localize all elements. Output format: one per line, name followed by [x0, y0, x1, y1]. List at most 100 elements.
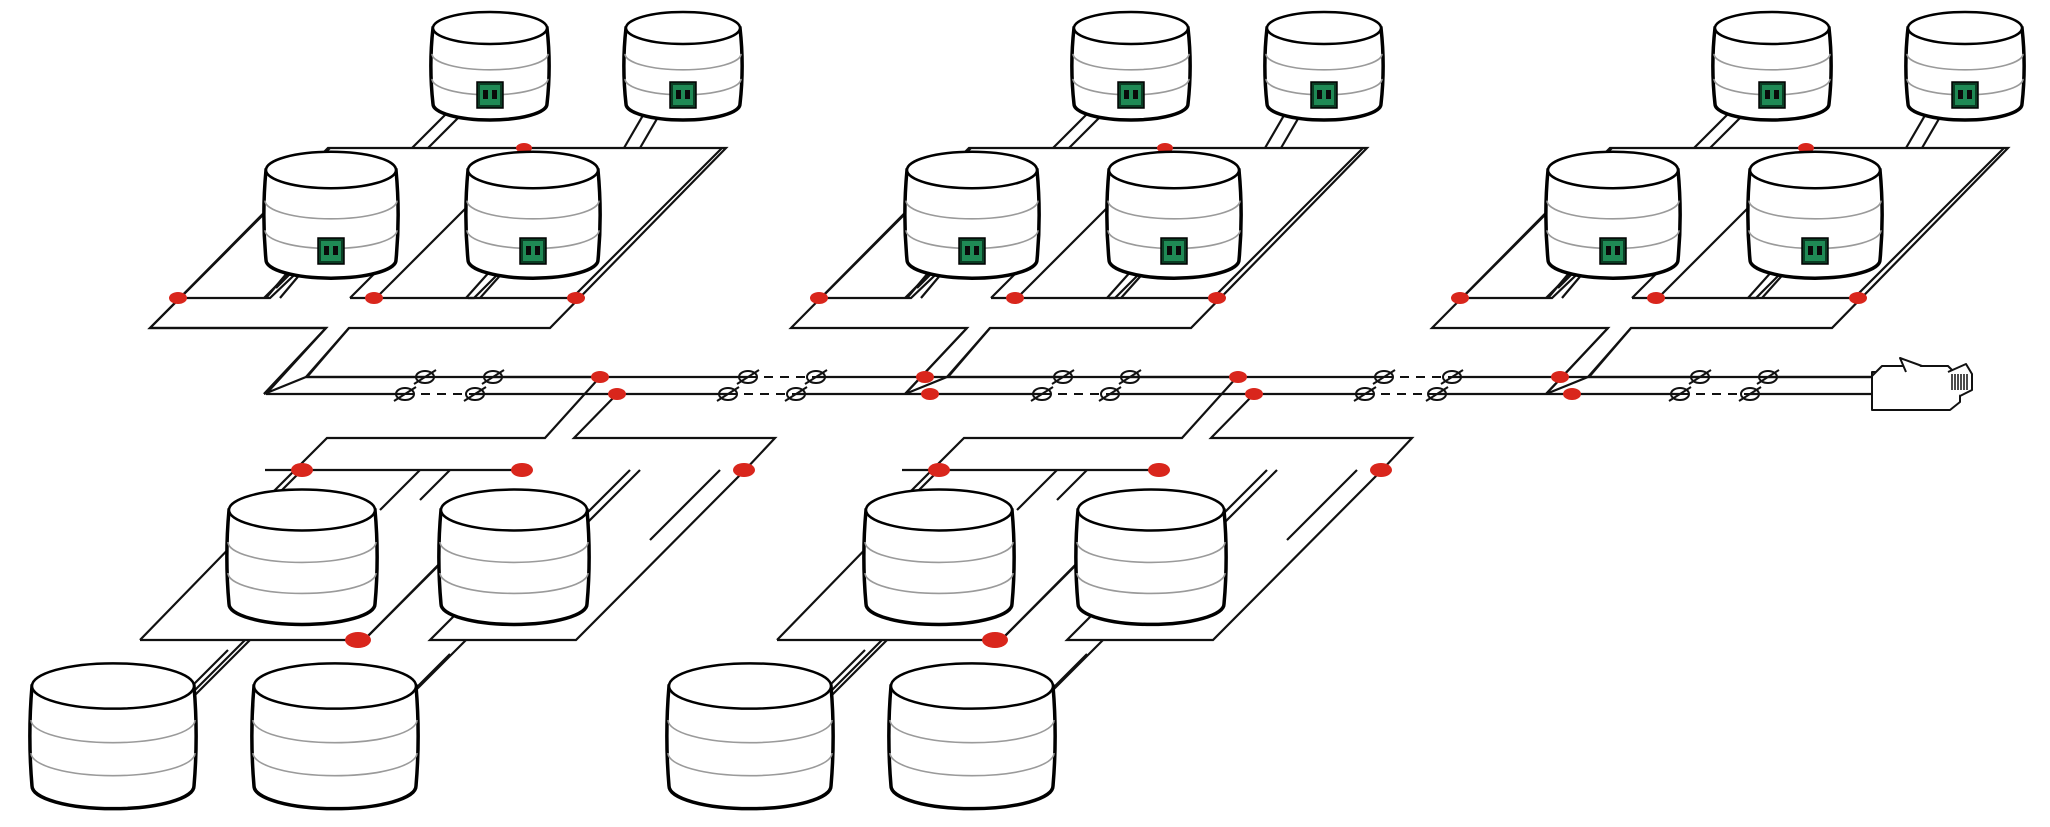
wire: [1429, 146, 2011, 395]
module-ring: [1748, 200, 1882, 220]
junction-dot: [511, 463, 533, 477]
speaker-module-with-terminal-icon: [1070, 10, 1192, 122]
breaker-slash: [463, 386, 487, 402]
terminal-block-icon: [1160, 237, 1188, 265]
breaker-circle: [1442, 370, 1462, 384]
module-body: [1904, 26, 2026, 122]
module-ring: [905, 200, 1039, 220]
terminal-pin: [1808, 246, 1813, 255]
junction-dot: [1157, 143, 1173, 153]
terminal-block-icon: [1758, 81, 1786, 109]
slashed-circle-break-icon: [784, 386, 808, 402]
module-top: [667, 662, 833, 710]
terminal-pin: [965, 246, 970, 255]
breaker-circle: [718, 387, 738, 401]
module-top: [30, 662, 196, 710]
terminal-pin: [492, 90, 497, 99]
module-ring: [227, 572, 377, 595]
wire: [419, 469, 451, 501]
module-ring: [439, 541, 589, 564]
module-ring: [252, 719, 418, 744]
breaker-circle: [786, 387, 806, 401]
junction-dot: [1551, 371, 1569, 383]
slashed-circle-break-icon: [1738, 386, 1762, 402]
module-body: [622, 26, 744, 122]
slashed-circle-break-icon: [1425, 386, 1449, 402]
module-top: [431, 10, 549, 46]
slashed-circle-break-icon: [1668, 386, 1692, 402]
module-top: [439, 488, 589, 532]
wire: [379, 469, 421, 511]
module-body: [1746, 168, 1884, 280]
wire: [1016, 208, 1107, 299]
breaker-circle: [1374, 370, 1394, 384]
module-top: [1265, 10, 1383, 46]
module-layer: [28, 10, 2026, 811]
module-ring: [1076, 572, 1226, 595]
plug-latch: [1899, 357, 1923, 373]
terminal-pin: [483, 90, 488, 99]
slashed-circle-break-icon: [804, 369, 828, 385]
speaker-module-icon: [862, 488, 1016, 627]
terminal-pin: [324, 246, 329, 255]
wire: [1286, 469, 1358, 541]
module-body: [262, 168, 400, 280]
terminal-pin: [1133, 90, 1138, 99]
wire: [904, 375, 1241, 396]
module-body: [1074, 508, 1228, 627]
breaker-circle: [1100, 387, 1120, 401]
module-body: [464, 168, 602, 280]
module-ring: [30, 719, 196, 744]
junction-dot: [591, 371, 609, 383]
junction-dot: [291, 463, 313, 477]
junction-dot: [982, 632, 1008, 648]
junction-dot: [608, 388, 626, 400]
junction-dot: [916, 371, 934, 383]
speaker-module-with-terminal-icon: [1544, 150, 1682, 280]
terminal-pin: [676, 90, 681, 99]
breaker-slash: [716, 386, 740, 402]
breaker-circle: [1355, 387, 1375, 401]
wire: [147, 146, 729, 395]
rj45-plug-icon: [1871, 357, 1973, 411]
speaker-module-icon: [1074, 488, 1228, 627]
wire: [788, 146, 1370, 395]
speaker-module-icon: [250, 662, 420, 811]
module-ring: [667, 719, 833, 744]
speaker-module-icon: [225, 488, 379, 627]
junction-dot: [516, 143, 532, 153]
junction-dot: [1849, 292, 1867, 304]
terminal-block-icon: [1117, 81, 1145, 109]
slashed-circle-break-icon: [463, 386, 487, 402]
slashed-circle-break-icon: [1098, 386, 1122, 402]
terminal-pin: [1774, 90, 1779, 99]
speaker-module-with-terminal-icon: [1263, 10, 1385, 122]
module-top: [889, 662, 1055, 710]
terminal-block-icon: [958, 237, 986, 265]
speaker-module-with-terminal-icon: [429, 10, 551, 122]
breaker-circle: [1032, 387, 1052, 401]
speaker-module-icon: [887, 662, 1057, 811]
module-ring: [1546, 200, 1680, 220]
module-body: [250, 684, 420, 811]
speaker-module-with-terminal-icon: [1105, 150, 1243, 280]
module-body: [1105, 168, 1243, 280]
module-body: [429, 26, 551, 122]
module-top: [227, 488, 377, 532]
junction-dot: [810, 292, 828, 304]
module-ring: [30, 752, 196, 777]
terminal-pin: [1615, 246, 1620, 255]
terminal-pin: [1765, 90, 1770, 99]
terminal-pin: [1167, 246, 1172, 255]
module-top: [905, 150, 1039, 190]
terminal-pin: [1317, 90, 1322, 99]
breaker-slash: [1098, 386, 1122, 402]
speaker-module-with-terminal-icon: [1904, 10, 2026, 122]
terminal-pin: [974, 246, 979, 255]
module-body: [1544, 168, 1682, 280]
module-top: [252, 662, 418, 710]
wire: [901, 376, 1238, 501]
breaker-circle: [395, 387, 415, 401]
terminal-block-icon: [1801, 237, 1829, 265]
